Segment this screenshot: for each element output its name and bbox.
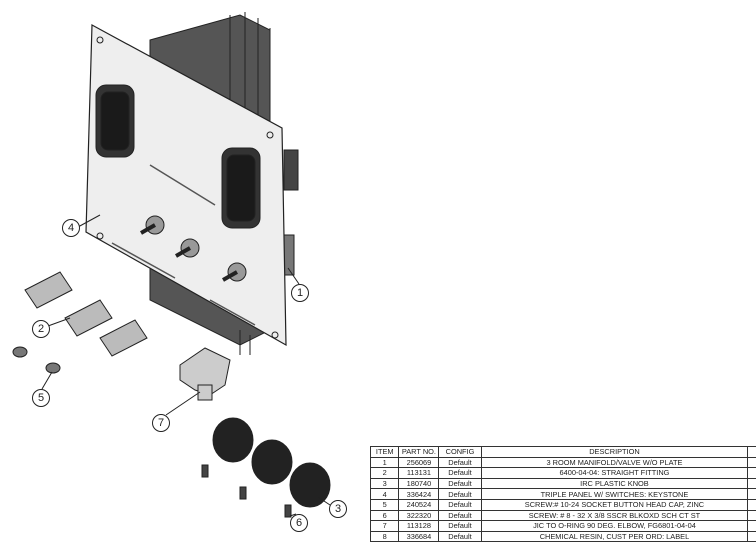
connector-right	[283, 149, 299, 191]
cell-part-no: 336424	[398, 488, 440, 500]
toggle-switches	[140, 215, 247, 282]
cell-item: 3	[369, 477, 400, 490]
cell-config: Default	[438, 520, 482, 532]
cell-description: JIC TO O-RING 90 DEG. ELBOW, FG6801-04-0…	[480, 520, 749, 532]
callout-7: 7	[152, 414, 170, 432]
cell-description: SCREW:# 10-24 SOCKET BUTTON HEAD CAP, ZI…	[480, 498, 749, 511]
table-header-row: ITEM PART NO. CONFIG DESCRIPTION	[369, 446, 756, 458]
cell-config: Default	[438, 530, 482, 543]
cell-item: 8	[369, 530, 400, 543]
cell-extra	[747, 467, 756, 479]
cell-extra	[747, 520, 756, 532]
screws-button-head	[12, 346, 61, 374]
cell-extra	[747, 530, 756, 543]
cell-part-no: 240524	[398, 498, 440, 511]
callout-5: 5	[32, 389, 50, 407]
cell-item: 2	[369, 467, 400, 479]
rocker-switch-right	[221, 147, 261, 229]
cell-description: SCREW: # 8 - 32 X 3/8 SSCR BLKOXD SCH CT…	[480, 509, 749, 522]
header-config: CONFIG	[438, 446, 482, 458]
cell-config: Default	[438, 456, 482, 469]
cell-extra	[747, 477, 756, 490]
cell-extra	[747, 488, 756, 500]
cell-config: Default	[438, 477, 482, 490]
cell-config: Default	[438, 467, 482, 479]
cell-extra	[747, 509, 756, 522]
cell-part-no: 113131	[398, 467, 440, 479]
cell-config: Default	[438, 498, 482, 511]
cell-extra	[747, 456, 756, 469]
header-part-no: PART NO.	[398, 446, 440, 458]
callout-2: 2	[32, 320, 50, 338]
header-item: ITEM	[369, 446, 400, 458]
cell-part-no: 256069	[398, 456, 440, 469]
straight-fittings	[24, 271, 148, 357]
cell-description: 3 ROOM MANIFOLD/VALVE W/O PLATE	[480, 456, 749, 469]
cell-description: 6400-04-04: STRAIGHT FITTING	[480, 467, 749, 479]
cell-description: TRIPLE PANEL W/ SWITCHES: KEYSTONE	[480, 488, 749, 500]
cell-part-no: 180740	[398, 477, 440, 490]
rocker-switch-left	[95, 84, 135, 158]
cell-part-no: 113128	[398, 520, 440, 532]
cell-config: Default	[438, 488, 482, 500]
callout-3: 3	[329, 500, 347, 518]
cell-part-no: 336684	[398, 530, 440, 543]
cell-item: 7	[369, 520, 400, 532]
cell-extra	[747, 498, 756, 511]
cell-item: 6	[369, 509, 400, 522]
cell-item: 4	[369, 488, 400, 500]
elbow-fitting	[179, 347, 231, 401]
plate-lettering	[111, 164, 256, 326]
callout-1: 1	[291, 284, 309, 302]
plastic-knobs	[212, 417, 331, 508]
cell-item: 1	[369, 456, 400, 469]
callout-6: 6	[290, 514, 308, 532]
header-description: DESCRIPTION	[480, 446, 749, 458]
cell-item: 5	[369, 498, 400, 511]
callout-4: 4	[62, 219, 80, 237]
cell-part-no: 322320	[398, 509, 440, 522]
cell-config: Default	[438, 509, 482, 522]
set-screws	[201, 464, 292, 518]
cell-description: IRC PLASTIC KNOB	[480, 477, 749, 490]
cell-description: CHEMICAL RESIN, CUST PER ORD: LABEL	[480, 530, 749, 543]
header-extra	[747, 446, 756, 458]
